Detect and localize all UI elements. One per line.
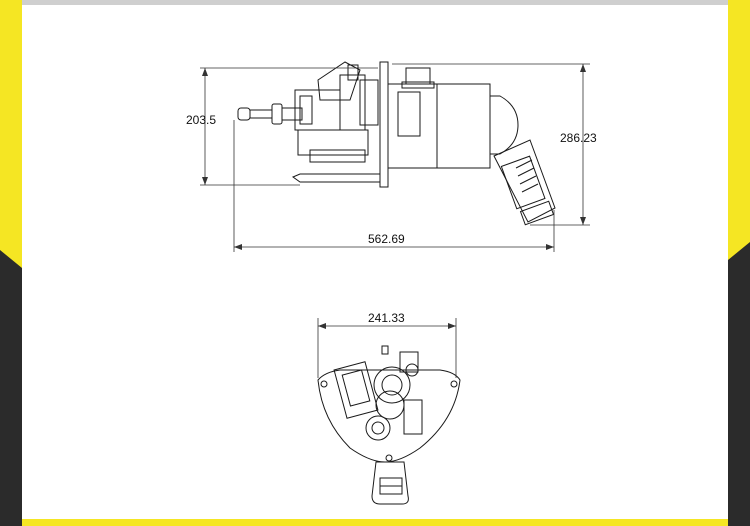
front-view-dimension-lines	[317, 318, 457, 378]
dimension-label-height-right: 286.23	[560, 131, 597, 145]
top-border	[22, 0, 728, 5]
side-view-drawing	[237, 61, 556, 226]
side-view-dimension-lines	[200, 63, 590, 252]
bottom-border	[22, 519, 728, 526]
front-view-drawing	[317, 345, 461, 505]
right-decor-band	[728, 0, 750, 526]
dimension-label-height-left: 203.5	[186, 113, 217, 127]
dimension-label-overall-length: 562.69	[368, 232, 405, 246]
front-view-dimension-arrows	[318, 323, 456, 329]
left-decor-band	[0, 0, 22, 526]
dimension-label-base-width: 241.33	[368, 311, 405, 325]
side-view-dimension-arrows	[202, 64, 586, 250]
